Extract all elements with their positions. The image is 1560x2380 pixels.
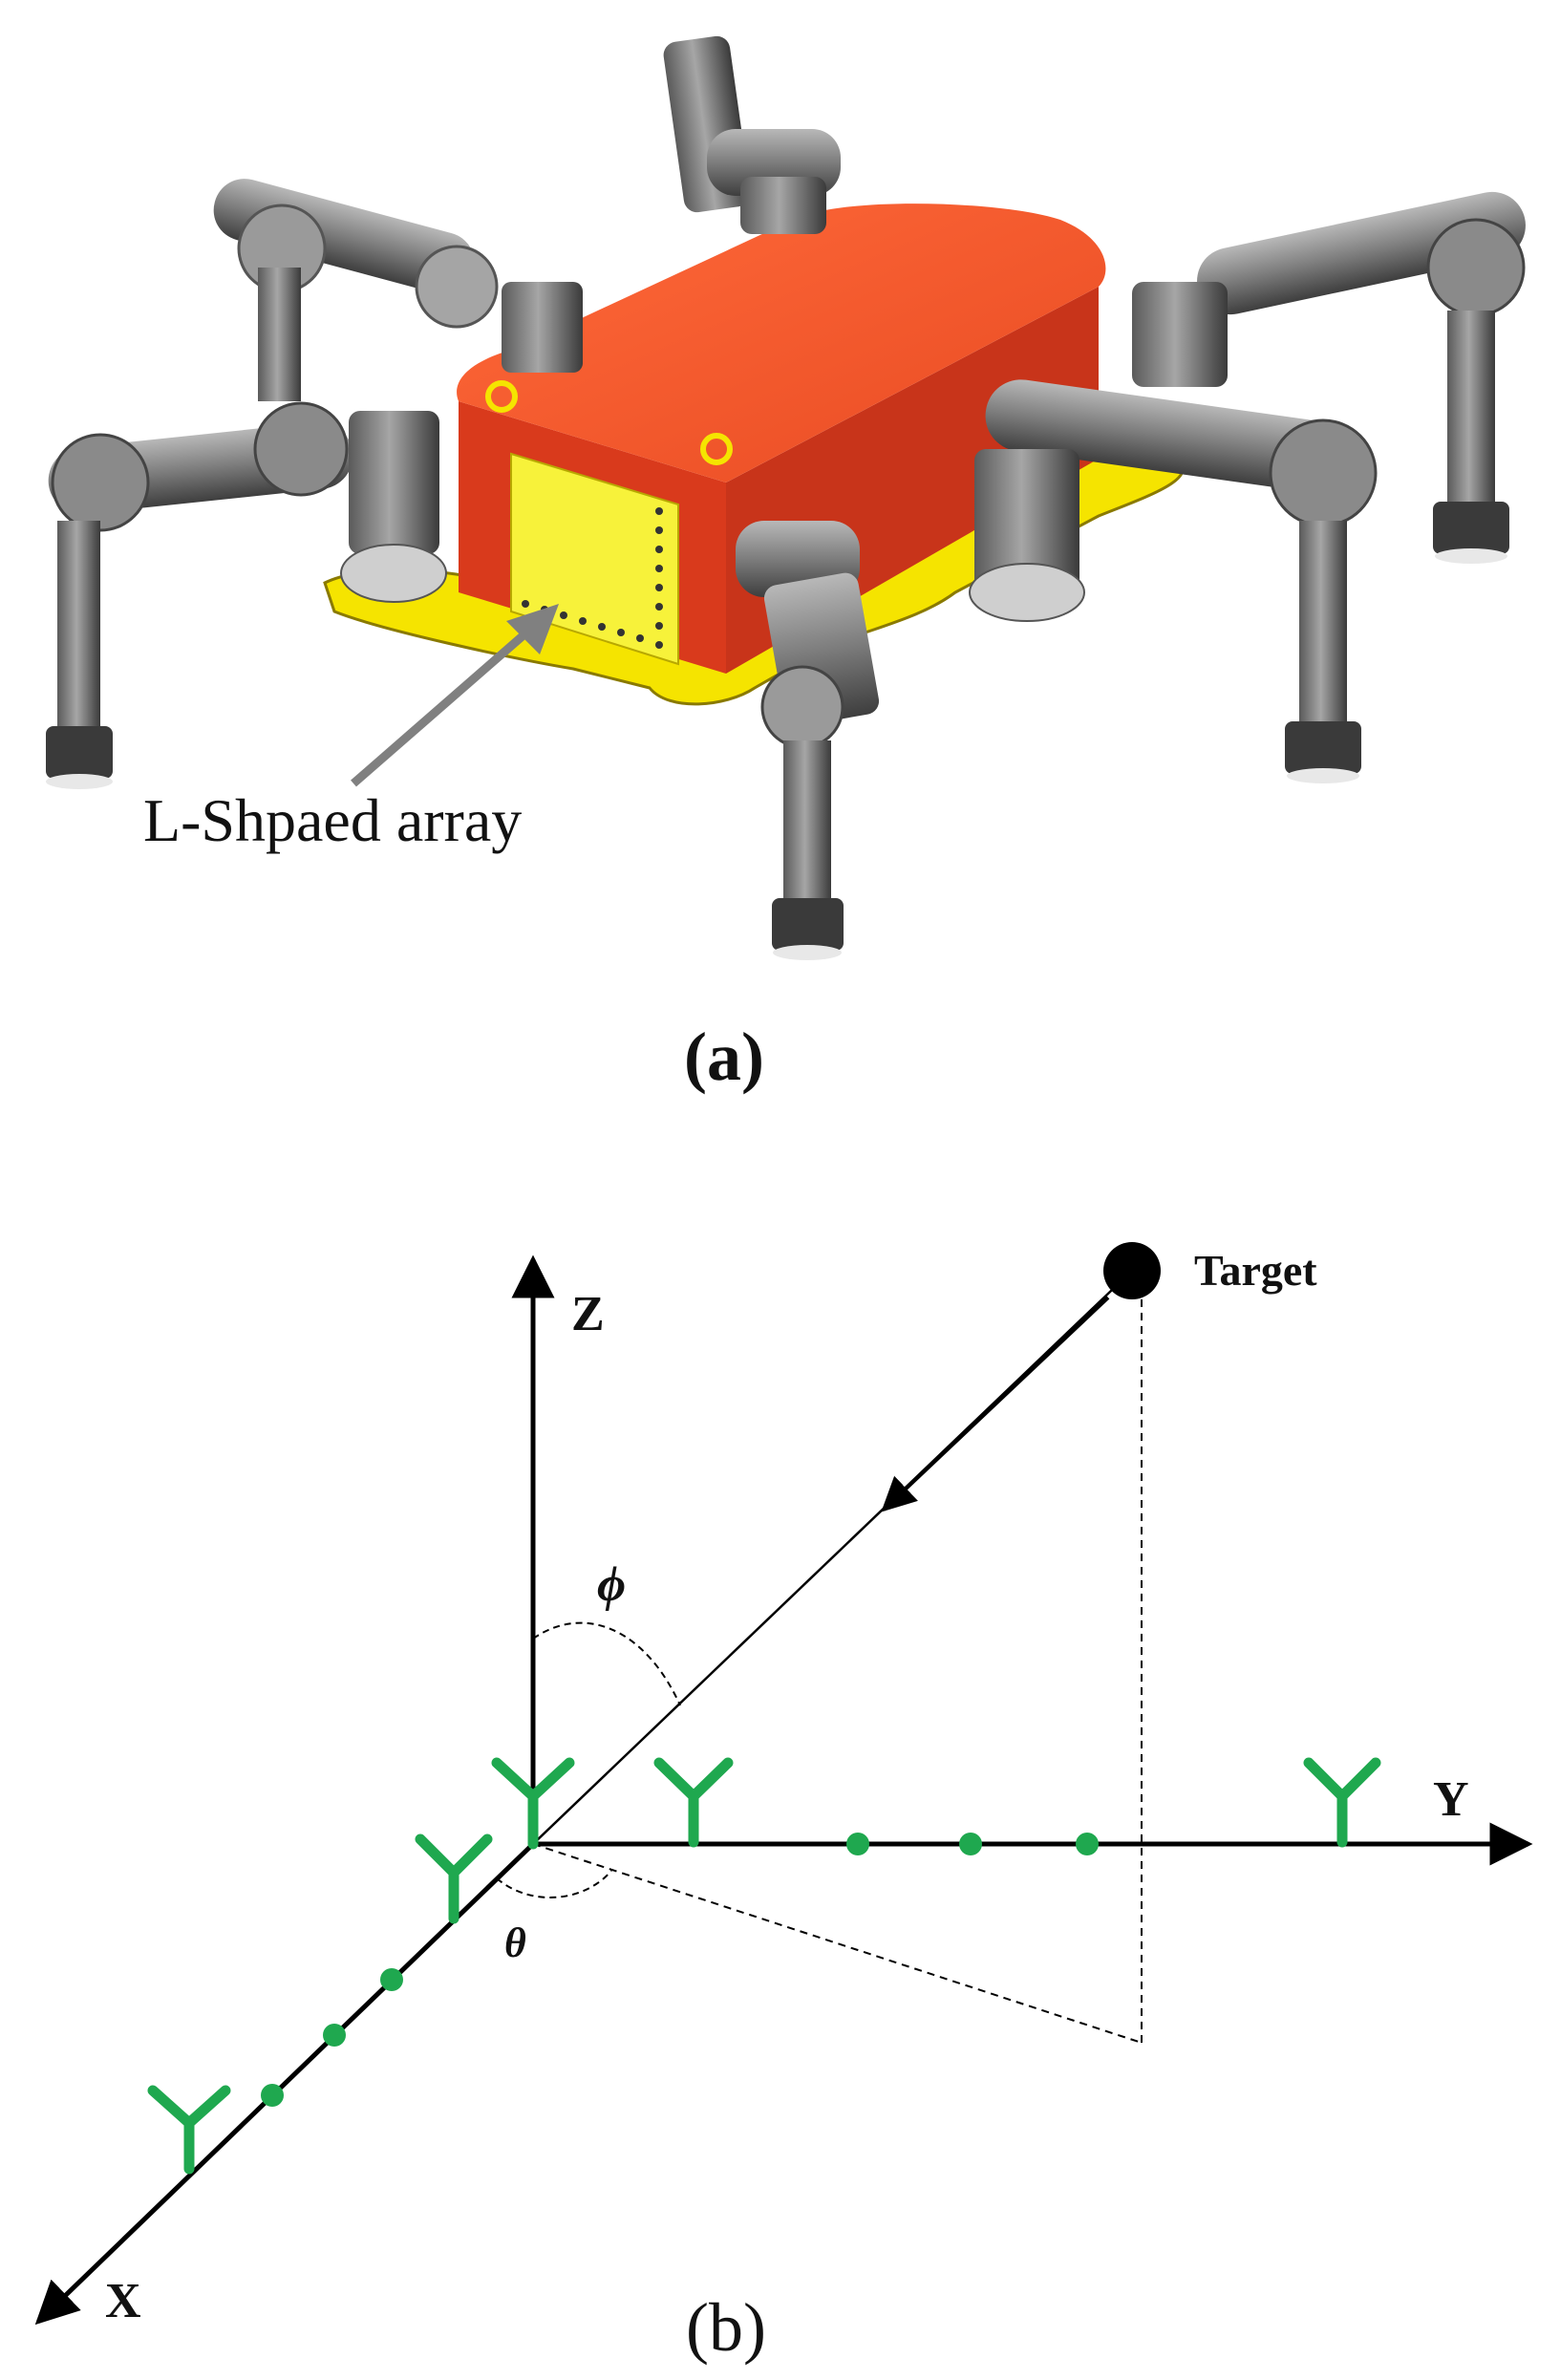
projection-ground [532,1843,1143,2044]
lifting-eye-right [700,433,733,465]
caption-a: (a) [684,1018,764,1095]
axis-x-label: X [105,2274,141,2328]
robot-illustration [46,35,1526,960]
y-array-dots [846,1833,1099,1855]
antenna-origin-icon [491,1757,575,1850]
x-array-dots [261,1968,403,2107]
phi-arc [532,1621,681,1706]
incoming-arrow [881,1296,1110,1512]
antenna-y2-icon [1303,1757,1381,1848]
x-axis [34,1842,535,2326]
leg-front-left [46,401,447,789]
axis-z-label: Z [571,1287,605,1341]
axis-y-label: Y [1433,1772,1469,1827]
annotation-arrow [351,617,543,787]
annotation-arrow-head [506,604,559,654]
antenna-x1-icon [415,1833,493,1924]
theta-arc [496,1870,612,1898]
caption-b: (b) [686,2289,766,2366]
leg-back-right [1132,191,1526,564]
body-top-face [457,204,1106,482]
geometry-diagram [34,1242,1533,2326]
array-elements [522,507,663,649]
antenna-x2-icon [147,2085,231,2175]
leg-back-center [663,35,841,234]
target-point [1103,1242,1161,1299]
leg-back-left [213,179,583,401]
antenna-y1-icon [653,1757,734,1848]
lifting-eye-left [485,380,518,413]
target-label: Target [1194,1246,1317,1295]
target-ray [532,1270,1133,1845]
leg-front-center [736,521,880,960]
phi-label: ϕ [597,1557,626,1612]
leg-front-right [969,379,1378,783]
theta-label: θ [504,1919,526,1966]
annotation-label: L-Shpaed array [143,786,522,854]
